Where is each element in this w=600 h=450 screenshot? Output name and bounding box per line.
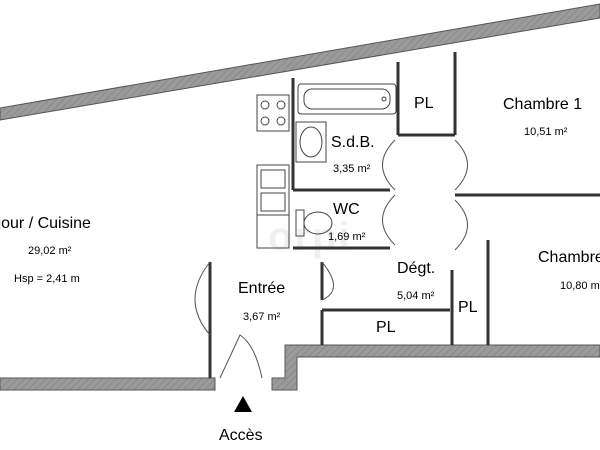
room-area-sdb: 3,35 m²: [333, 163, 371, 175]
top-slanted-wall: [0, 3, 600, 121]
room-area-degt: 5,04 m²: [397, 290, 435, 302]
toilet-icon: [295, 209, 333, 237]
kitchen-stove-icon: [256, 94, 290, 132]
kitchen-sink-icon: [256, 164, 290, 216]
room-name-entree: Entrée: [238, 280, 285, 297]
room-height-sejour: Hsp = 2,41 m: [14, 273, 80, 285]
closet-label-right: PL: [458, 299, 478, 316]
room-name-wc: WC: [333, 201, 360, 218]
room-name-chambre2: Chambre: [538, 249, 600, 266]
room-area-wc: 1,69 m²: [328, 231, 366, 243]
room-name-sejour: Séjour / Cuisine: [0, 215, 91, 232]
closet-label-bottom: PL: [376, 319, 396, 336]
watermark: orpi: [268, 215, 352, 259]
closet-label-top: PL: [414, 95, 434, 112]
room-name-degt: Dégt.: [397, 260, 435, 277]
fridge-icon: [256, 214, 290, 249]
interior-walls: [208, 52, 600, 378]
access-label: Accès: [219, 427, 263, 444]
door-swings: [194, 139, 468, 379]
washbasin-icon: [295, 121, 327, 163]
room-area-sejour: 29,02 m²: [28, 245, 72, 257]
bottom-exterior-wall: [0, 344, 600, 391]
bathtub-icon: [297, 83, 397, 115]
room-name-sdb: S.d.B.: [331, 134, 375, 151]
access-arrow-icon: [234, 396, 252, 412]
room-area-entree: 3,67 m²: [243, 311, 281, 323]
room-area-chambre2: 10,80 m²: [560, 280, 600, 292]
room-area-chambre1: 10,51 m²: [524, 126, 568, 138]
room-name-chambre1: Chambre 1: [503, 96, 582, 113]
